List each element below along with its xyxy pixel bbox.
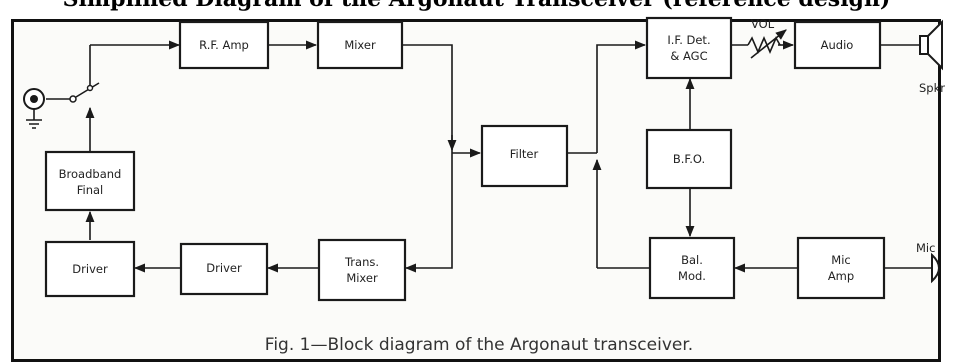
if-det-agc-block: I.F. Det. & AGC (645, 16, 733, 80)
wire-mixer-down (403, 44, 453, 153)
wires (46, 29, 932, 273)
microphone-icon (931, 252, 940, 284)
bal-mod-block: Bal. Mod. (648, 236, 736, 300)
speaker-icon (919, 19, 943, 71)
audio-label: Audio (821, 38, 854, 52)
mixer-block: Mixer (316, 20, 404, 70)
audio-block: Audio (793, 20, 882, 70)
bal-mod-label-2: Mod. (678, 269, 706, 283)
rf-amp-label: R.F. Amp (199, 38, 249, 52)
broadband-final-block: Broadband Final (44, 150, 136, 212)
trans-mixer-label-2: Mixer (346, 271, 378, 285)
vol-wiper (750, 29, 787, 59)
driver-2-label: Driver (206, 261, 242, 275)
driver-1-label: Driver (72, 262, 108, 276)
figure-caption: Fig. 1—Block diagram of the Argonaut tra… (265, 335, 693, 355)
mic-amp-label-2: Amp (828, 269, 854, 283)
driver-block-2: Driver (179, 242, 269, 296)
antenna-jack-icon (23, 88, 45, 129)
switch-blade (75, 82, 100, 98)
diagram-frame (11, 19, 941, 362)
if-det-label-2: & AGC (670, 49, 707, 63)
vol-resistor (747, 35, 781, 55)
filter-label: Filter (510, 147, 539, 161)
driver-block-1: Driver (44, 240, 136, 298)
filter-block: Filter (480, 124, 569, 188)
rf-amp-block: R.F. Amp (178, 20, 270, 70)
broadband-final-label-1: Broadband (59, 167, 122, 181)
wire-to-if-det (596, 40, 647, 153)
mic-amp-label-1: Mic (831, 253, 850, 267)
bfo-label: B.F.O. (673, 152, 705, 166)
switch-contact-2 (86, 84, 94, 92)
spkr-label: Spkr (919, 81, 945, 95)
if-det-label-1: I.F. Det. (667, 33, 710, 47)
trans-mixer-block: Trans. Mixer (317, 238, 407, 302)
switch-contact (69, 95, 77, 103)
trans-mixer-label-1: Trans. (344, 255, 379, 269)
mic-amp-block: Mic Amp (796, 236, 886, 300)
mic-label: Mic (916, 241, 935, 255)
bfo-block: B.F.O. (645, 128, 733, 190)
broadband-final-label-2: Final (77, 183, 104, 197)
mixer-label: Mixer (344, 38, 376, 52)
page-heading: Simplified Diagram of the Argonaut Trans… (0, 0, 953, 11)
bal-mod-label-1: Bal. (681, 253, 703, 267)
vol-label: VOL (751, 17, 775, 31)
wire-to-trans-mixer (404, 153, 453, 273)
